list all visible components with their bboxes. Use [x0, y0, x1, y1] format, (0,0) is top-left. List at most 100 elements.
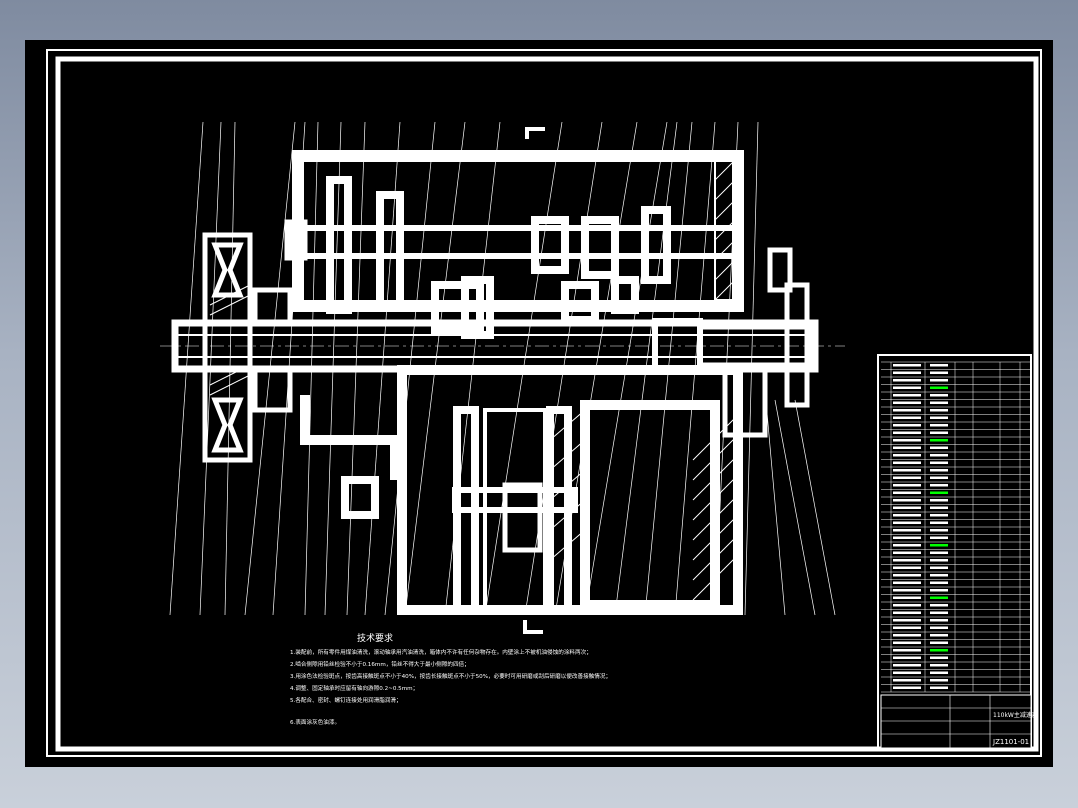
parts-row-mark [893, 424, 921, 427]
parts-row-mark [930, 686, 948, 689]
parts-row-mark [893, 439, 921, 442]
parts-row-mark [930, 394, 948, 397]
parts-row-mark [930, 656, 948, 659]
parts-row-mark [893, 416, 921, 419]
tech-requirements: 技术要求 1.装配前，所有零件用煤油清洗，滚动轴承用汽油清洗，箱体内不许有任何杂… [290, 632, 611, 726]
parts-row-mark [893, 604, 921, 607]
assembly-drawing: 技术要求 1.装配前，所有零件用煤油清洗，滚动轴承用汽油清洗，箱体内不许有任何杂… [46, 49, 1042, 757]
parts-row-mark [893, 536, 921, 539]
parts-row-mark [893, 596, 921, 599]
parts-row-mark [930, 371, 948, 374]
parts-row-mark [930, 551, 948, 554]
parts-row-mark [930, 574, 948, 577]
parts-list: 110kW主减速器 JZ1101-01 [877, 354, 1038, 750]
parts-row-mark [893, 379, 921, 382]
title-block [880, 694, 1032, 749]
parts-row-mark [893, 401, 921, 404]
parts-row-mark [930, 581, 948, 584]
tech-requirement-line: 6.表面涂灰色油漆。 [290, 718, 340, 726]
parts-row-mark [930, 484, 948, 487]
cad-viewport[interactable]: 技术要求 1.装配前，所有零件用煤油清洗，滚动轴承用汽油清洗，箱体内不许有任何杂… [25, 40, 1053, 767]
section-markers [523, 127, 545, 634]
parts-row-mark [893, 476, 921, 479]
parts-row-mark [930, 626, 948, 629]
parts-row-mark [893, 611, 921, 614]
parts-row-mark [893, 529, 921, 532]
lower-housing [300, 365, 743, 615]
parts-row-mark [893, 656, 921, 659]
parts-row-mark [930, 431, 948, 434]
parts-row-mark [930, 514, 948, 517]
parts-row-mark [893, 581, 921, 584]
parts-row-mark [893, 589, 921, 592]
parts-row-mark [930, 379, 948, 382]
parts-row-mark [893, 634, 921, 637]
parts-row-mark [930, 409, 948, 412]
parts-row-mark [893, 454, 921, 457]
parts-row-mark [893, 619, 921, 622]
drawing-name: 110kW主减速器 [993, 711, 1038, 719]
parts-row-mark [893, 671, 921, 674]
pulley [202, 232, 253, 463]
parts-row-mark [930, 566, 948, 569]
parts-row-mark [930, 641, 948, 644]
parts-row-mark [893, 641, 921, 644]
parts-row-mark [893, 484, 921, 487]
parts-row-mark [893, 679, 921, 682]
parts-row-mark [930, 499, 948, 502]
tech-requirement-line: 1.装配前，所有零件用煤油清洗，滚动轴承用汽油清洗，箱体内不许有任何杂物存在。内… [290, 648, 592, 656]
parts-row-mark [893, 626, 921, 629]
parts-row-mark [893, 551, 921, 554]
parts-row-mark [930, 634, 948, 637]
parts-row-mark [893, 514, 921, 517]
drawing-number: JZ1101-01 [992, 738, 1029, 746]
parts-row-mark [893, 566, 921, 569]
parts-row-mark [893, 559, 921, 562]
parts-row-mark [930, 364, 948, 367]
parts-row-mark [930, 401, 948, 404]
parts-row-mark [930, 454, 948, 457]
parts-row-mark [893, 371, 921, 374]
parts-row-mark [930, 469, 948, 472]
leader-lines [169, 121, 836, 616]
tech-requirement-line: 4.调整、固定轴承时应留有轴向游隙0.2~0.5mm； [290, 684, 418, 692]
parts-row-mark [893, 431, 921, 434]
parts-row-mark [893, 649, 921, 652]
parts-row-mark [930, 664, 948, 667]
parts-row-mark [930, 619, 948, 622]
parts-row-mark [930, 476, 948, 479]
tech-requirement-line: 2.啮合侧隙用铅丝检验不小于0.16mm，铅丝不得大于最小侧隙的四倍； [290, 660, 470, 668]
parts-row-mark [930, 559, 948, 562]
parts-row-mark [893, 506, 921, 509]
parts-row-mark [930, 544, 948, 547]
parts-row-mark [893, 664, 921, 667]
parts-row-mark [893, 574, 921, 577]
parts-row-mark [930, 529, 948, 532]
parts-row-mark [893, 394, 921, 397]
parts-row-mark [930, 604, 948, 607]
parts-row-mark [893, 491, 921, 494]
parts-row-mark [930, 671, 948, 674]
parts-row-mark [930, 506, 948, 509]
parts-row-mark [930, 536, 948, 539]
parts-row-mark [930, 439, 948, 442]
parts-row-mark [893, 521, 921, 524]
parts-row-mark [893, 386, 921, 389]
parts-row-mark [930, 521, 948, 524]
parts-row-mark [893, 409, 921, 412]
outer-frame [46, 49, 1042, 757]
parts-row-mark [893, 461, 921, 464]
parts-row-mark [930, 589, 948, 592]
lower-hatch [549, 409, 739, 601]
parts-row-mark [930, 446, 948, 449]
parts-row-mark [930, 649, 948, 652]
parts-row-mark [930, 679, 948, 682]
parts-row-mark [930, 491, 948, 494]
parts-row-mark [893, 446, 921, 449]
parts-row-mark [930, 416, 948, 419]
parts-row-mark [930, 424, 948, 427]
parts-row-mark [893, 364, 921, 367]
parts-row-mark [893, 686, 921, 689]
tech-requirements-title: 技术要求 [357, 632, 393, 644]
parts-row-mark [930, 461, 948, 464]
